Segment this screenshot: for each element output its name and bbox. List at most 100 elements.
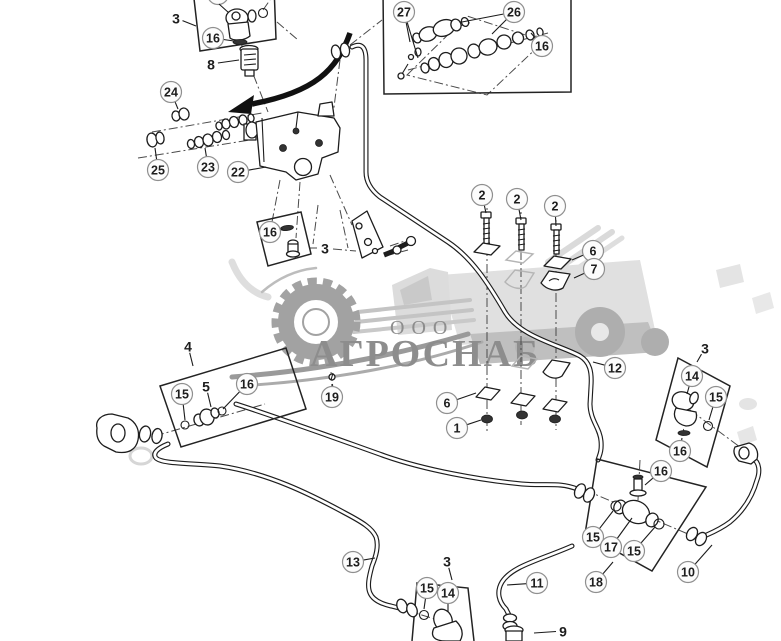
- callout-16: 16: [668, 437, 692, 463]
- tube-11-fittings: [502, 613, 524, 641]
- callout-16: 16: [258, 220, 284, 244]
- detail-box-4: [159, 347, 307, 448]
- tube-10-fittings: [685, 442, 759, 547]
- callout-number: 15: [420, 582, 434, 596]
- callout-2: 2: [505, 187, 529, 221]
- tubes: [152, 42, 762, 618]
- watermark-logo: ООО АГРОСНАБ: [128, 225, 774, 466]
- callout-16: 16: [530, 32, 554, 58]
- callout-number: 2: [552, 200, 559, 214]
- callout-26: 26: [461, 0, 526, 35]
- callout-13: 13: [341, 550, 376, 574]
- callout-3: 3: [321, 241, 329, 257]
- callout-6: 6: [571, 239, 605, 263]
- upper-clamps: [473, 242, 572, 291]
- callout-23: 23: [196, 147, 220, 179]
- union-nut-top: [330, 42, 351, 60]
- ghost-ring: [128, 446, 154, 466]
- callout-15: 15: [415, 576, 439, 610]
- parts: [96, 0, 759, 641]
- callout-number: 18: [589, 576, 603, 590]
- callout-number: 16: [535, 40, 549, 54]
- callout-number: 13: [346, 556, 360, 570]
- callout-number: 12: [608, 362, 622, 376]
- callout-number: 24: [164, 86, 178, 100]
- ghost-shape: [716, 264, 744, 288]
- detail-box-top-right: [382, 0, 572, 95]
- callout-number: 7: [591, 263, 598, 277]
- ghost-shape: [739, 398, 757, 410]
- callout-number: 14: [685, 370, 699, 384]
- combine-harvester-silhouette: [352, 225, 669, 364]
- callout-12: 12: [592, 356, 627, 380]
- watermark-company-name: АГРОСНАБ: [310, 333, 540, 375]
- callout-18: 18: [584, 561, 614, 594]
- callout-number: 17: [604, 541, 618, 555]
- callout-number: 16: [263, 226, 277, 240]
- callout-6: 6: [435, 391, 477, 415]
- callout-5: 5: [202, 379, 212, 408]
- ghost-shape: [752, 292, 774, 314]
- callout-number: 3: [443, 554, 451, 570]
- cut-callout-circle: [208, 0, 228, 6]
- spool-kit-assembly: [397, 16, 544, 80]
- callout-number: 27: [397, 6, 411, 20]
- clamp-bolts: [480, 211, 562, 255]
- ghost-shape: [737, 426, 757, 446]
- callout-number: 15: [627, 545, 641, 559]
- callout-number: 2: [514, 193, 521, 207]
- callout-number: 1: [454, 422, 461, 436]
- callout-2: 2: [543, 194, 567, 227]
- callout-4: 4: [184, 339, 194, 367]
- callout-number: 15: [586, 531, 600, 545]
- callout-27: 27: [392, 0, 419, 59]
- callout-number: 26: [507, 6, 521, 20]
- valve-17-parts: [610, 474, 665, 530]
- callout-number: 15: [175, 388, 189, 402]
- callout-10: 10: [676, 544, 713, 584]
- callout-number: 4: [184, 339, 192, 355]
- callout-16: 16: [222, 372, 259, 410]
- ghost-shape: [228, 258, 272, 301]
- union-nut-feed: [573, 483, 596, 503]
- callout-number: 23: [201, 161, 215, 175]
- callout-number: 3: [321, 241, 329, 257]
- detail-box-plug: [256, 211, 312, 267]
- gear-logo: [271, 277, 361, 367]
- callout-number: 25: [151, 164, 165, 178]
- detail-box-top-left: [193, 0, 277, 52]
- right-elbow-box-parts: [671, 391, 714, 436]
- control-valve-assembly: [146, 101, 341, 181]
- fitting-box-4-parts: [180, 406, 227, 430]
- bottom-elbow-parts: [396, 598, 463, 641]
- watermark-company-prefix: ООО: [390, 317, 454, 339]
- callout-number: 16: [206, 32, 220, 46]
- callout-number: 19: [325, 391, 339, 405]
- detail-box-right: [655, 356, 731, 469]
- callout-16: 16: [201, 26, 235, 50]
- callout-3: 3: [443, 554, 453, 581]
- callout-11: 11: [506, 571, 549, 595]
- callout-number: 3: [701, 341, 709, 357]
- callout-19: 19: [320, 384, 344, 409]
- callout-7: 7: [573, 257, 606, 281]
- swoosh: [236, 340, 484, 388]
- left-elbow-fitting: [96, 413, 163, 454]
- callout-22: 22: [226, 160, 267, 184]
- callout-3: 3: [696, 341, 709, 363]
- callout-number: 16: [654, 465, 668, 479]
- callout-number: 6: [444, 397, 451, 411]
- callout-16: 16: [644, 459, 673, 486]
- callout-number: 6: [590, 245, 597, 259]
- callout-17: 17: [599, 517, 633, 559]
- callout-number: 5: [202, 379, 210, 395]
- callout-24: 24: [159, 80, 183, 110]
- callout-1: 1: [445, 416, 482, 440]
- elbow-fitting-assembly-top: [208, 0, 269, 77]
- callout-8: 8: [207, 57, 240, 73]
- callout-number: 14: [441, 587, 455, 601]
- callout-number: 22: [231, 166, 245, 180]
- callout-14: 14: [680, 364, 704, 395]
